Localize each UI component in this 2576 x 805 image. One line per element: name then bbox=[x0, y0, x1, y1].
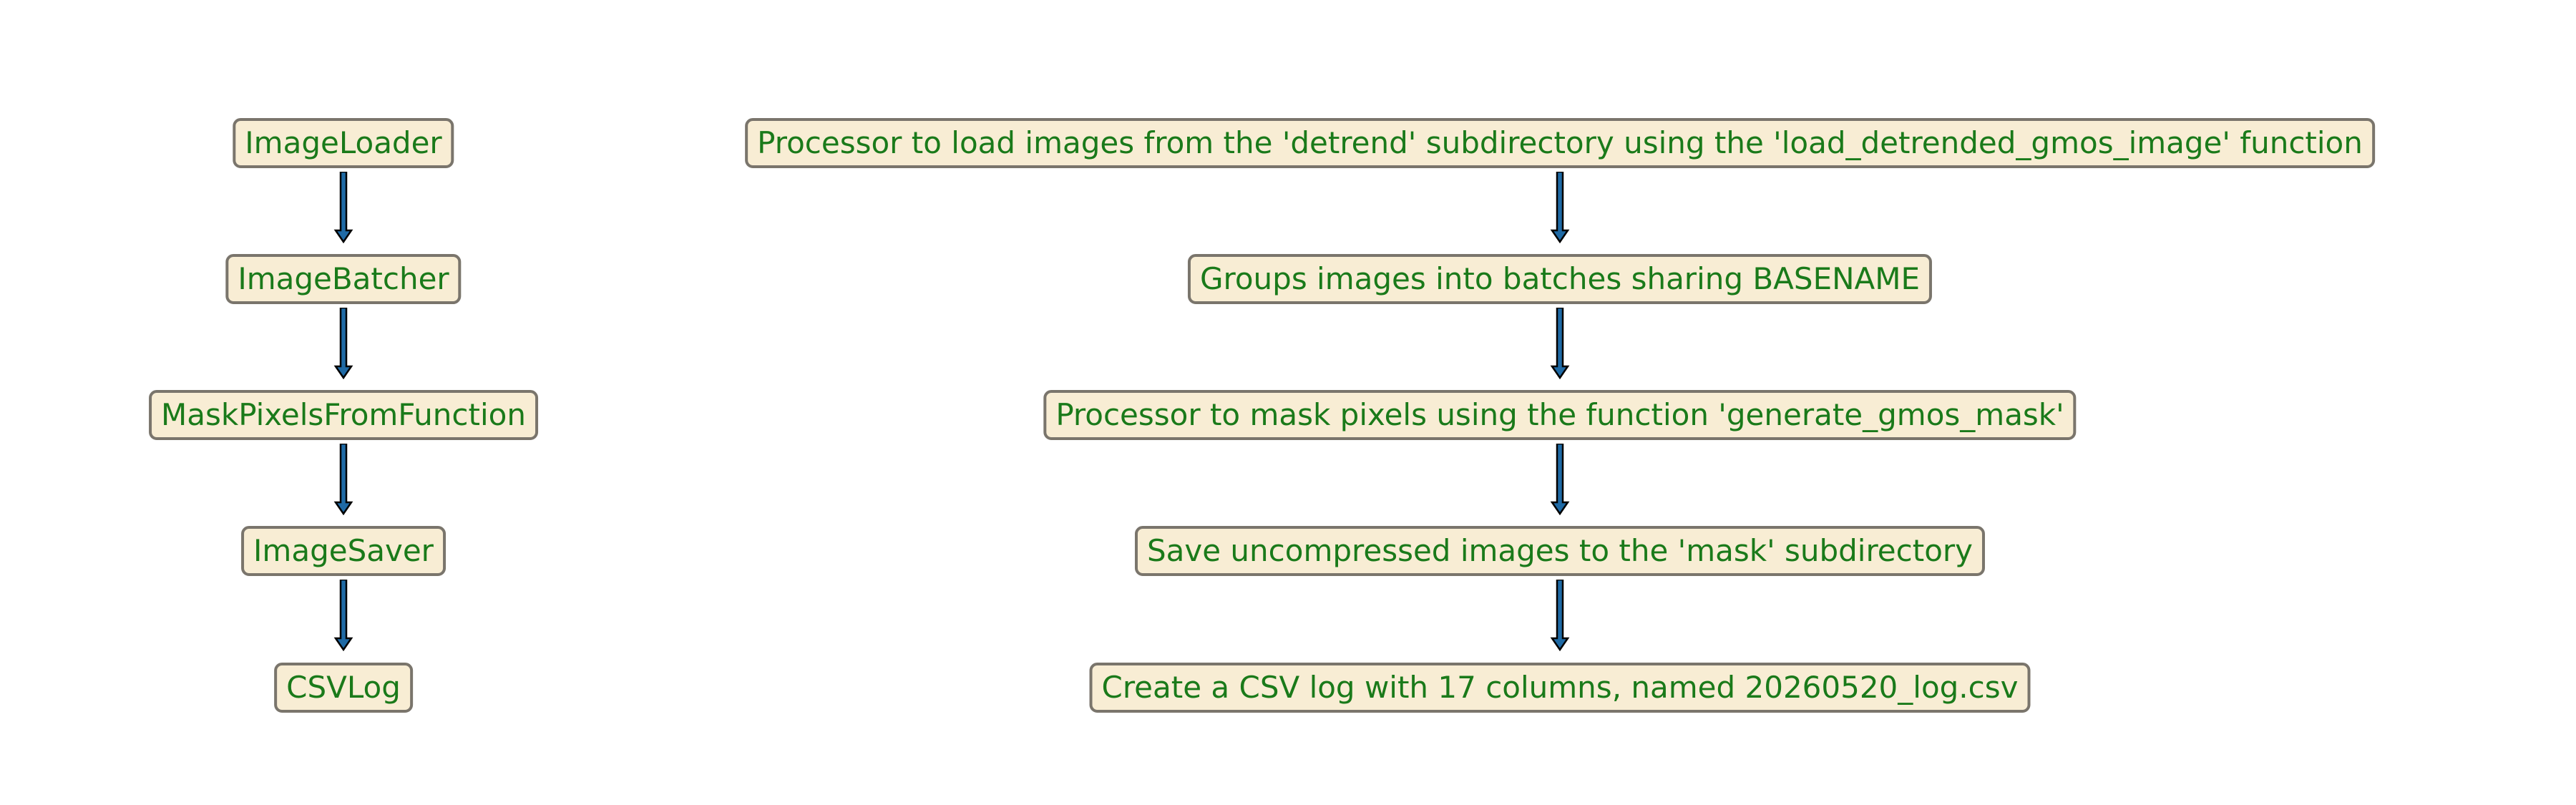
desc-image-saver: Save uncompressed images to the 'mask' s… bbox=[1134, 526, 1986, 576]
node-csv-log: CSVLog bbox=[274, 663, 413, 713]
desc-image-batcher: Groups images into batches sharing BASEN… bbox=[1187, 254, 1933, 304]
flow-arrow bbox=[1550, 308, 1570, 379]
node-mask-pixels-from-function: MaskPixelsFromFunction bbox=[149, 390, 538, 440]
node-image-saver: ImageSaver bbox=[241, 526, 446, 576]
flow-arrow bbox=[333, 580, 353, 651]
flow-arrow bbox=[333, 172, 353, 243]
desc-mask-pixels: Processor to mask pixels using the funct… bbox=[1043, 390, 2077, 440]
flow-arrow bbox=[1550, 444, 1570, 515]
flow-arrow bbox=[1550, 580, 1570, 651]
node-image-loader: ImageLoader bbox=[233, 118, 454, 168]
flow-arrow bbox=[333, 444, 353, 515]
desc-image-loader: Processor to load images from the 'detre… bbox=[745, 118, 2375, 168]
node-image-batcher: ImageBatcher bbox=[225, 254, 462, 304]
flow-arrow bbox=[333, 308, 353, 379]
desc-csv-log: Create a CSV log with 17 columns, named … bbox=[1089, 663, 2031, 713]
flow-arrow bbox=[1550, 172, 1570, 243]
